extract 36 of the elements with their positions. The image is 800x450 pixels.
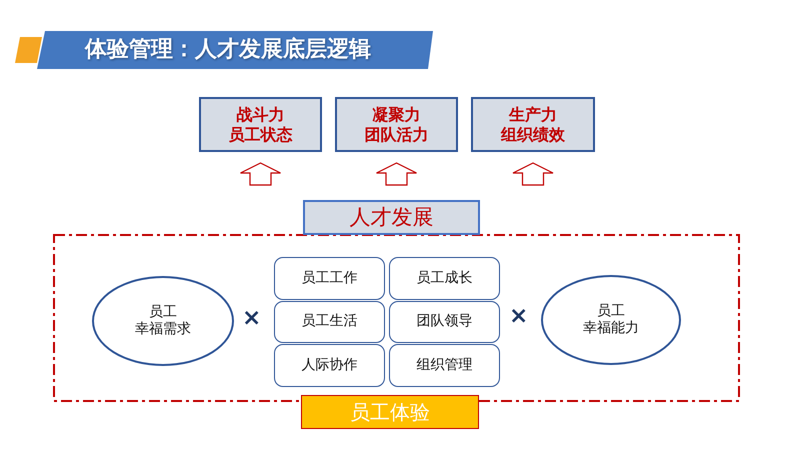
- node-label: 员工生活: [302, 313, 358, 331]
- node-label: 幸福能力: [583, 320, 639, 338]
- outcome-box: [335, 97, 458, 152]
- category-box: [303, 200, 480, 235]
- node-label: 员工成长: [416, 270, 472, 288]
- node-label: 人际协作: [302, 356, 358, 374]
- node-label: 组织管理: [416, 356, 472, 374]
- block-arrow: [376, 162, 418, 186]
- rounded-box: [274, 257, 385, 300]
- node-label: 团队领导: [416, 313, 472, 331]
- rounded-box: [274, 344, 385, 387]
- multiply-sign: ×: [242, 307, 262, 330]
- node-label: 员工工作: [302, 270, 358, 288]
- rounded-box: [389, 301, 500, 343]
- node-label: 团队活力: [364, 124, 428, 144]
- rounded-box: [389, 344, 500, 387]
- node-label: 幸福需求: [135, 321, 191, 338]
- multiply-sign: ×: [509, 305, 528, 328]
- node-label: 员工体验: [350, 400, 430, 424]
- node-label: 组织绩效: [501, 124, 565, 144]
- title: 体验管理：人才发展底层逻辑: [85, 36, 371, 64]
- rounded-box: [274, 301, 385, 343]
- node-label: 员工: [597, 302, 625, 320]
- node-label: 生产力: [509, 104, 557, 124]
- block-arrow: [512, 162, 554, 186]
- node-label: 凝聚力: [372, 104, 420, 124]
- dash-dot-frame: [53, 234, 740, 402]
- rounded-box: [389, 257, 500, 300]
- node-label: 员工状态: [228, 124, 292, 144]
- block-arrow: [240, 162, 282, 186]
- node-label: 战斗力: [236, 104, 284, 124]
- outcome-box: [199, 97, 322, 152]
- category-box: [301, 395, 479, 429]
- node-label: 人才发展: [350, 204, 434, 231]
- node-label: 员工: [149, 304, 177, 321]
- outcome-box: [471, 97, 595, 152]
